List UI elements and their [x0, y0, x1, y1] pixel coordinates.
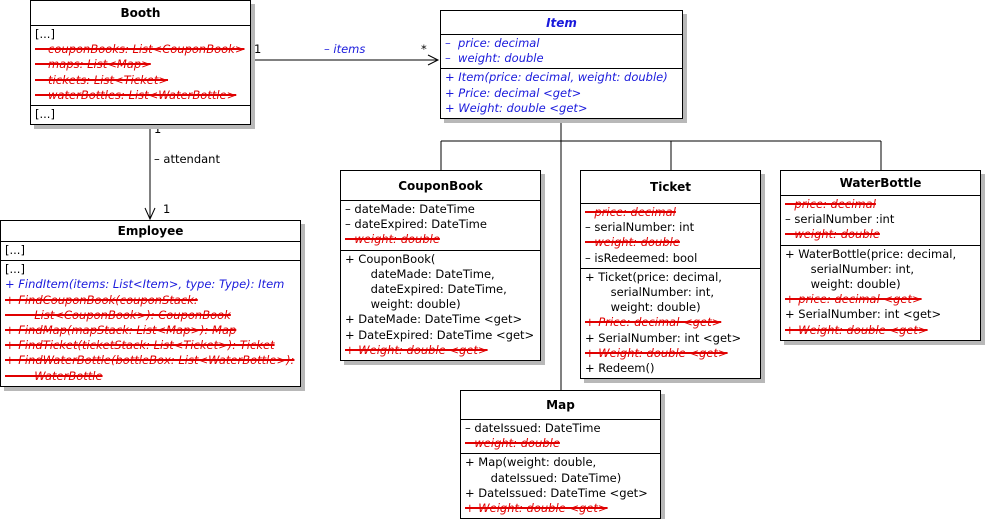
attribute-line: – weight: double [445, 51, 544, 66]
operation-line: + FindTicket(ticketStack: List<Ticket>):… [5, 338, 275, 353]
attributes-compartment: – price: decimal– serialNumber :int– wei… [781, 196, 980, 246]
operation-line: + FindWaterBottle(bottleBox: List<WaterB… [5, 353, 295, 368]
operation-line: + CouponBook( [345, 251, 436, 266]
class-name: WaterBottle [781, 171, 980, 196]
attribute-line: – dateIssued: DateTime [465, 421, 601, 435]
operation-line: + Redeem() [585, 360, 655, 375]
operation-line: + Price: decimal <get> [585, 315, 722, 330]
attributes-compartment: – price: decimal– serialNumber: int– wei… [581, 204, 760, 269]
operation-line: + Weight: double <get> [785, 322, 928, 337]
attribute-line: – weight: double [785, 227, 880, 242]
operations-compartment: + Map(weight: double, dateIssued: DateTi… [461, 454, 660, 518]
operation-line: + DateExpired: DateTime <get> [345, 327, 535, 342]
attribute-line: – price: decimal [445, 36, 540, 50]
attendant-arrowhead [144, 207, 156, 221]
class-name: CouponBook [341, 171, 540, 201]
operation-line: dateMade: DateTime, [345, 266, 495, 281]
class-name: Map [461, 391, 660, 420]
items-source-multiplicity: 1 [254, 42, 262, 56]
operations-compartment: + CouponBook( dateMade: DateTime, dateEx… [341, 251, 540, 360]
operation-line: + SerialNumber: int <get> [785, 307, 942, 322]
operation-line: weight: double) [585, 300, 701, 315]
attribute-line: – couponBooks: List<CouponBook> [35, 42, 245, 57]
ticket-class[interactable]: Ticket – price: decimal– serialNumber: i… [580, 170, 761, 380]
attributes-compartment: [...]– couponBooks: List<CouponBook>– ma… [31, 26, 250, 106]
items-role-label: – items [324, 42, 366, 56]
item-class[interactable]: Item – price: decimal– weight: double + … [440, 10, 683, 119]
attribute-line: – waterBottles: List<WaterBottle> [35, 87, 237, 102]
operation-line: + Item(price: decimal, weight: double) [445, 70, 668, 85]
operation-line: + price: decimal <get> [785, 292, 922, 307]
operation-line: + DateMade: DateTime <get> [345, 312, 523, 327]
couponbook-class[interactable]: CouponBook – dateMade: DateTime– dateExp… [340, 170, 541, 361]
operations-compartment: + Item(price: decimal, weight: double)+ … [441, 69, 682, 118]
operations-compartment: [...]+ FindItem(items: List<Item>, type:… [1, 261, 300, 386]
operation-line: weight: double) [345, 297, 461, 312]
operation-line: + SerialNumber: int <get> [585, 330, 742, 345]
attributes-compartment: [...] [1, 242, 300, 262]
operation-line: + Price: decimal <get> [445, 85, 582, 100]
operation-line: [...] [5, 262, 25, 277]
attribute-line: [...] [35, 27, 55, 41]
waterbottle-class[interactable]: WaterBottle – price: decimal– serialNumb… [780, 170, 981, 341]
operation-line: WaterBottle [5, 368, 103, 383]
attendant-target-multiplicity: 1 [163, 202, 171, 216]
operation-line: weight: double) [785, 276, 901, 291]
operation-line: dateExpired: DateTime, [345, 281, 507, 296]
items-target-multiplicity: * [421, 42, 427, 56]
operation-line: + FindCouponBook(couponStack: [5, 292, 198, 307]
class-name: Item [441, 11, 682, 35]
attribute-line: – tickets: List<Ticket> [35, 72, 169, 87]
operation-line: + Weight: double <get> [465, 500, 608, 515]
attributes-compartment: – price: decimal– weight: double [441, 35, 682, 70]
operation-line: serialNumber: int, [785, 261, 914, 276]
operation-line: + FindMap(mapStack: List<Map>): Map [5, 322, 237, 337]
attributes-compartment: – dateIssued: DateTime– weight: double [461, 420, 660, 455]
operation-line: [...] [35, 106, 55, 121]
attribute-line: – price: decimal [785, 197, 876, 211]
operation-line: serialNumber: int, [585, 284, 714, 299]
operations-compartment: [...] [31, 106, 250, 124]
attribute-line: – weight: double [345, 232, 440, 247]
attribute-line: – serialNumber: int [585, 220, 695, 235]
attribute-line: – isRedeemed: bool [585, 250, 698, 265]
operations-compartment: + Ticket(price: decimal, serialNumber: i… [581, 269, 760, 378]
attribute-line: [...] [5, 243, 25, 257]
attribute-line: – weight: double [585, 235, 680, 250]
booth-class[interactable]: Booth [...]– couponBooks: List<CouponBoo… [30, 0, 251, 126]
items-arrowhead [427, 54, 440, 66]
attribute-line: – maps: List<Map> [35, 57, 151, 72]
attribute-line: – price: decimal [585, 205, 676, 219]
operation-line: + Weight: double <get> [585, 345, 728, 360]
attributes-compartment: – dateMade: DateTime– dateExpired: DateT… [341, 201, 540, 251]
attendant-role-label: – attendant [154, 152, 220, 166]
attribute-line: – dateMade: DateTime [345, 202, 475, 216]
class-name: Ticket [581, 171, 760, 204]
operation-line: List<CouponBook>): CouponBook [5, 307, 231, 322]
operation-line: + Map(weight: double, [465, 455, 597, 470]
employee-class[interactable]: Employee [...] [...]+ FindItem(items: Li… [0, 220, 301, 387]
class-name: Employee [1, 221, 300, 242]
operation-line: + WaterBottle(price: decimal, [785, 246, 957, 261]
operation-line: + Ticket(price: decimal, [585, 269, 722, 284]
map-class[interactable]: Map – dateIssued: DateTime– weight: doub… [460, 390, 661, 519]
operation-line: + DateIssued: DateTime <get> [465, 485, 648, 500]
operations-compartment: + WaterBottle(price: decimal, serialNumb… [781, 246, 980, 340]
attribute-line: – serialNumber :int [785, 212, 895, 227]
operation-line: + FindItem(items: List<Item>, type: Type… [5, 277, 285, 292]
operation-line: + Weight: double <get> [345, 342, 488, 357]
class-name: Booth [31, 1, 250, 26]
attendant-source-multiplicity: 1 [154, 122, 162, 136]
attribute-line: – weight: double [465, 436, 560, 451]
operation-line: + Weight: double <get> [445, 100, 588, 115]
attribute-line: – dateExpired: DateTime [345, 217, 487, 232]
operation-line: dateIssued: DateTime) [465, 470, 622, 485]
